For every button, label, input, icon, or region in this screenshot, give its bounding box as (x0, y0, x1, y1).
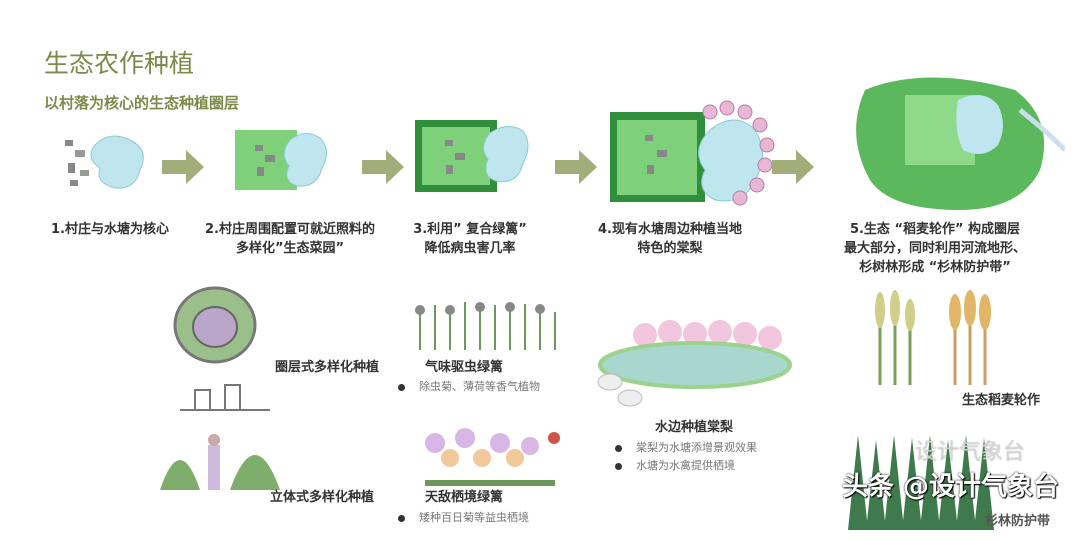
arrow-right-icon (555, 150, 597, 184)
village-pond-illustration (65, 135, 144, 189)
vertical-planting-label: 立体式多样化种植 (270, 490, 375, 505)
bullet-icon (398, 514, 405, 522)
pond-geese-illustration (597, 320, 792, 407)
odor-hedge-title: 气味驱虫绿篱 (425, 360, 504, 375)
step-3-label: 3.利用” 复合绿篱” 降低病虫害几率 (413, 222, 527, 256)
step-2-label: 2.村庄周围配置可就近照料的 多样化”生态菜园” (205, 222, 375, 256)
bullet-icon (615, 462, 622, 470)
waterside-bullet-1: 棠梨为水塘添增景观效果 (615, 438, 757, 457)
vegetable-garden-illustration (235, 130, 327, 190)
fir-trees-illustration (848, 435, 994, 530)
rice-wheat-ring-illustration (856, 77, 1065, 210)
watermark: 头条 @设计气象台 (842, 472, 1060, 502)
arrow-right-icon (362, 150, 404, 184)
odor-hedge-bullet: 除虫菊、薄荷等香气植物 (398, 377, 540, 396)
ring-planting-label: 圈层式多样化种植 (275, 360, 380, 375)
ring-section-illustration (180, 384, 270, 411)
vertical-planting-illustration (160, 434, 280, 490)
step-4-label: 4.现有水塘周边种植当地 特色的棠梨 (598, 222, 742, 256)
odor-hedge-illustration (415, 302, 556, 350)
rice-wheat-label: 生态稻麦轮作 (962, 393, 1041, 408)
fir-belt-label: 杉林防护带 (985, 514, 1051, 529)
watermark-secondary: 设计气象台 (915, 440, 1026, 465)
bullet-icon (398, 383, 405, 391)
arrow-right-icon (772, 150, 814, 184)
waterside-title: 水边种植棠梨 (655, 420, 734, 435)
bullet-icon (615, 444, 622, 452)
zinnia-illustration (425, 428, 560, 486)
hedge-illustration (415, 120, 529, 192)
rice-wheat-illustration (875, 290, 991, 385)
step-1-label: 1.村庄与水塘为核心 (51, 222, 169, 237)
pear-trees-illustration (610, 100, 775, 206)
enemy-hedge-title: 天敌栖境绿篱 (425, 490, 504, 505)
ladybug-icon (548, 432, 560, 444)
ring-garden-illustration (173, 286, 257, 364)
enemy-hedge-bullet: 矮种百日菊等益虫栖境 (398, 508, 529, 527)
waterside-bullet-2: 水塘为水禽提供栖境 (615, 456, 735, 475)
page-subtitle: 以村落为核心的生态种植圈层 (44, 94, 240, 112)
arrow-right-icon (162, 150, 204, 184)
page-title: 生态农作种植 (44, 49, 195, 78)
step-5-label: 5.生态 “稻麦轮作” 构成圈层 最大部分，同时利用河流地形、 杉树林形成 “杉… (843, 222, 1026, 275)
